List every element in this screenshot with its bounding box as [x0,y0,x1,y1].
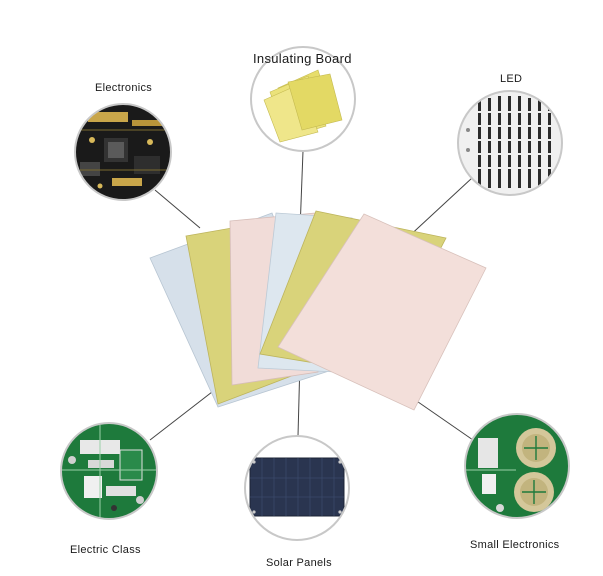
insulating-sheet-stack [149,210,487,411]
led-image [457,90,563,196]
led-circle-border [457,90,563,196]
small-electronics-circle-border [464,413,570,519]
insulating-board-circle-border [250,46,356,152]
connector-electric-class [149,391,213,441]
solar-panels-image [244,435,350,541]
sheet-pink-front [277,213,487,411]
electronics-image [74,103,172,201]
electronics-circle-border [74,103,172,201]
connector-small-electronics [407,394,474,441]
label-electric-class: Electric Class [70,544,141,556]
solar-panels-circle-border [244,435,350,541]
label-small-electronics: Small Electronics [470,539,560,551]
insulating-board-image [250,46,356,152]
electric-class-circle-border [60,422,158,520]
connector-lines [149,150,474,441]
label-electronics: Electronics [95,82,153,94]
label-solar-panels: Solar Panels [266,557,332,569]
connector-electronics [154,189,201,229]
electric-class-image [60,422,158,520]
label-insulating-board: Insulating Board [253,51,352,66]
connector-led [404,177,473,241]
small-electronics-image [464,413,570,519]
label-led: LED [500,73,523,85]
